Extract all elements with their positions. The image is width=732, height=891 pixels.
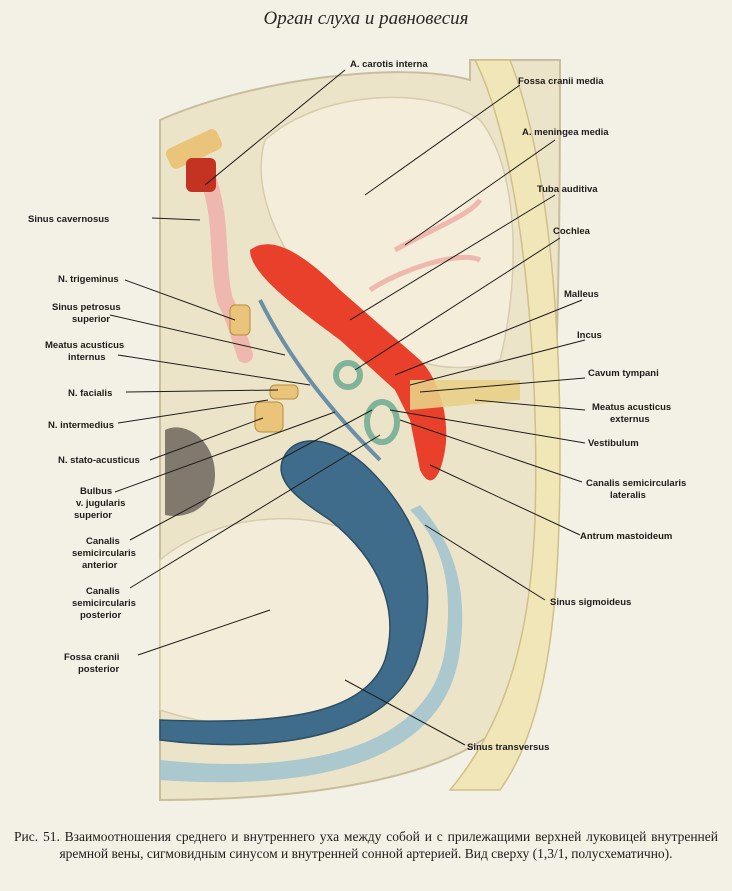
label-petrosus-1: Sinus petrosus [52,302,121,313]
labels: A. carotis interna Fossa cranii media A.… [28,59,686,753]
carotis-cut-top [165,129,223,169]
label-facialis: N. facialis [68,388,112,399]
cochlea-shape [333,360,363,390]
label-meatus-int-1: Meatus acusticus [45,340,124,351]
leader-intermedius [117,399,269,424]
leader-malleus [394,299,583,376]
leader-meatus-int [117,354,311,386]
sinus-light-band [160,505,463,783]
leader-lines [109,69,586,746]
leader-bulbus [114,411,336,493]
label-bulbus-2: v. jugularis [76,498,125,509]
label-transversus: Sinus transversus [467,742,549,753]
label-antrum: Antrum mastoideum [580,531,672,542]
label-canalis-lat-1: Canalis semicircularis [586,478,686,489]
tuba-auditiva-shape [250,244,447,481]
label-cavernosus: Sinus cavernosus [28,214,109,225]
label-vestibulum: Vestibulum [588,438,639,449]
label-sigmoideus: Sinus sigmoideus [550,597,631,608]
label-can-ant-3: anterior [82,560,118,571]
label-meatus-int-2: internus [68,352,105,363]
carotis-cut-red [186,158,216,192]
leader-antrum [429,464,581,536]
sinus-petrosus-line [258,299,382,462]
label-petrosus-2: superior [72,314,110,325]
nerve-facialis [269,384,299,400]
leader-cavernosus [151,217,201,221]
label-fossa-post-2: posterior [78,664,119,675]
meatus-acusticus-externus-shape [410,380,520,410]
page-title: Орган слуха и равновесия [263,8,469,29]
leader-can-post [129,434,381,589]
leader-facialis [125,389,279,393]
label-meningea: A. meningea media [522,127,609,138]
leader-meningea [404,139,556,246]
leader-canalis-lat [399,419,583,483]
leader-cavum [419,377,586,393]
label-can-ant-1: Canalis [86,536,120,547]
semicircular-canals [364,399,400,445]
label-cavum: Cavum tympani [588,368,659,379]
label-tuba: Tuba auditiva [537,184,598,195]
nerve-stato [254,401,284,433]
skull-outer-rim [448,59,561,791]
label-meatus-ext-2: externus [610,414,650,425]
leader-cochlea [354,237,561,371]
leader-can-ant [129,409,373,541]
carotis-interna-vessel [197,162,253,363]
leader-fossa-post [137,609,271,656]
label-canalis-lat-2: lateralis [610,490,646,501]
leader-sigmoideus [424,524,546,601]
skull-illustration [159,59,562,802]
leader-incus [409,339,586,386]
label-can-ant-2: semicircularis [72,548,136,559]
label-bulbus-1: Bulbus [80,486,112,497]
label-bulbus-3: superior [74,510,112,521]
leader-meatus-ext [474,399,586,411]
leader-tuba [349,194,556,321]
label-fossa-post-1: Fossa cranii [64,652,119,663]
label-carotis: A. carotis interna [350,59,428,70]
leader-carotis [204,69,346,186]
figure-caption: Рис. 51. Взаимоотношения среднего и внут… [14,829,718,861]
leader-petrosus [109,314,286,356]
label-can-post-3: posterior [80,610,121,621]
leader-stato [149,417,264,461]
label-stato: N. stato-acusticus [58,455,140,466]
label-can-post-2: semicircularis [72,598,136,609]
label-malleus: Malleus [564,289,599,300]
leader-fossa-media [364,84,521,196]
label-incus: Incus [577,330,602,341]
label-meatus-ext-1: Meatus acusticus [592,402,671,413]
nerve-trigeminus [229,304,251,336]
leader-transversus [344,679,466,746]
label-trigeminus: N. trigeminus [58,274,119,285]
label-fossa-media: Fossa cranii media [518,76,604,87]
label-can-post-1: Canalis [86,586,120,597]
leader-vestibulum [389,409,586,444]
leader-trigeminus [124,279,236,321]
label-cochlea: Cochlea [553,226,591,237]
label-intermedius: N. intermedius [48,420,114,431]
sinus-transversus-sigmoideus [159,440,429,746]
